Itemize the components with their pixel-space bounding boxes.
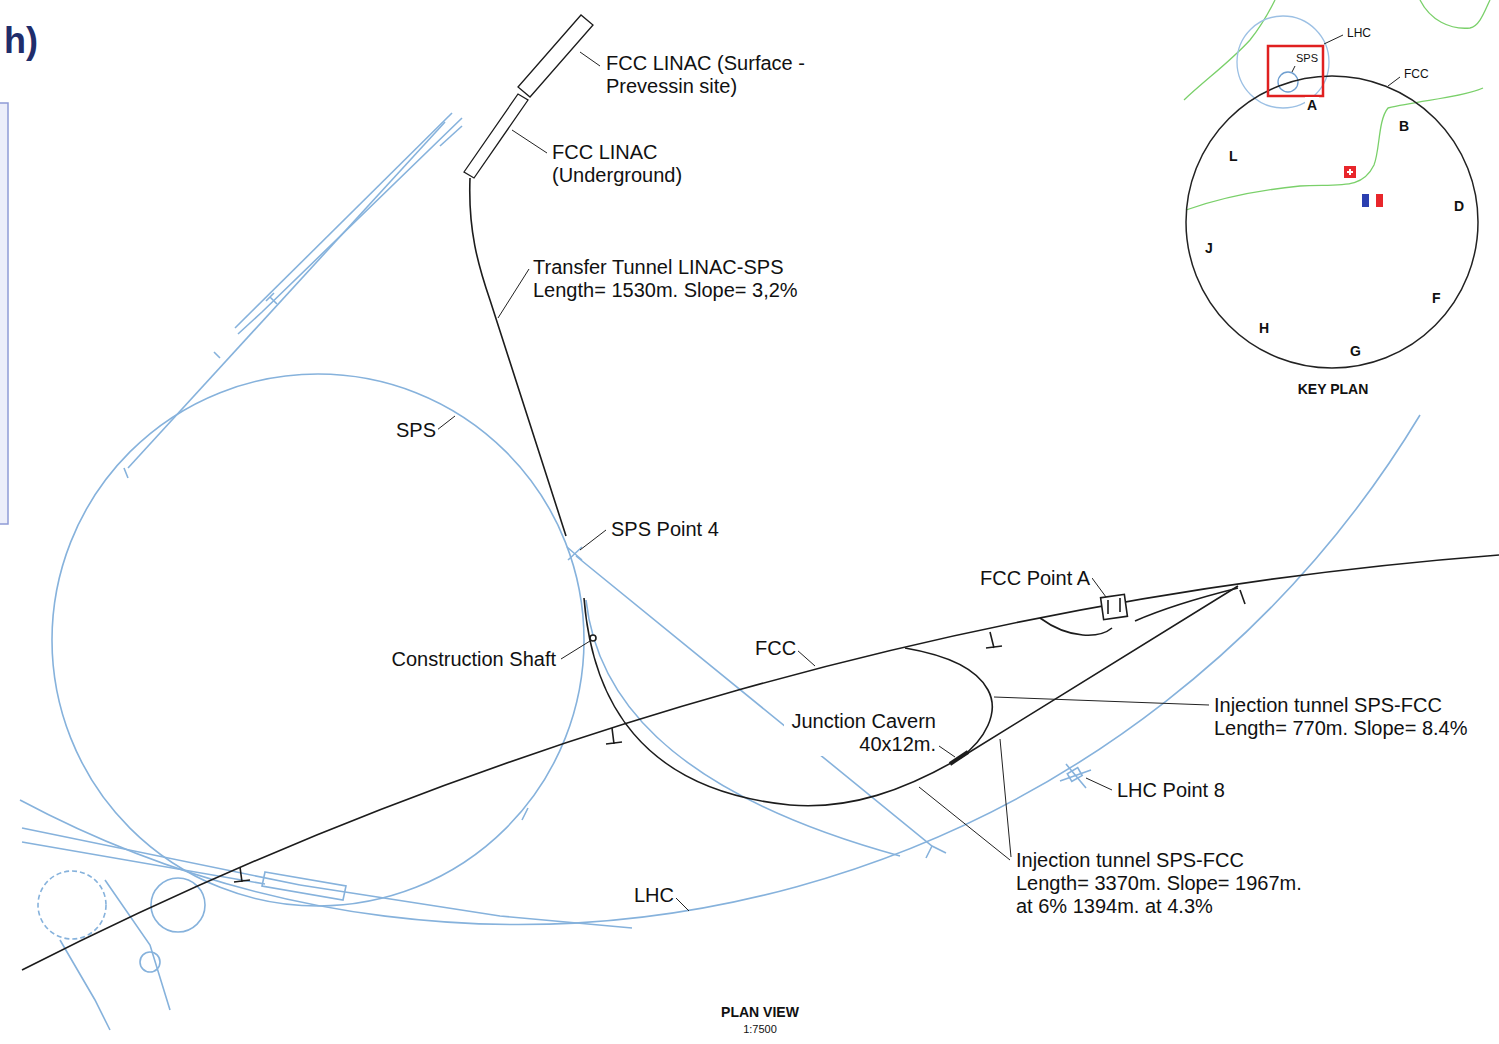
view-title: PLAN VIEW: [719, 1004, 801, 1020]
transfer-tunnel: [470, 178, 566, 536]
leader-line: [498, 269, 529, 318]
access-gallery: [606, 728, 622, 744]
bypass-tunnel: [1135, 588, 1238, 621]
linac-underground: [464, 94, 528, 178]
keyplan-title: KEY PLAN: [1296, 381, 1371, 397]
linac-surface: [518, 15, 593, 97]
tunnel-mark: [522, 808, 932, 858]
border-line: [1420, 0, 1490, 28]
lhc-ring: [20, 415, 1420, 924]
scale-label: 1:7500: [741, 1023, 779, 1036]
leader-line: [919, 787, 1010, 860]
leader-line: [1092, 578, 1106, 597]
ps-ring: [38, 871, 106, 939]
keyplan-ring-label: LHC: [1345, 27, 1373, 41]
bypass-tunnel: [1040, 618, 1112, 635]
keyplan-ring-label: SPS: [1294, 52, 1320, 65]
leader-line: [437, 416, 455, 430]
construction-shaft: [590, 635, 596, 641]
leader-line: [512, 130, 547, 153]
tunnel-label: Transfer Tunnel LINAC-SPS Length= 1530m.…: [531, 256, 807, 302]
tunnel-mark: [124, 352, 220, 478]
junction-cavern: [950, 752, 968, 764]
leader-lines: [437, 52, 1209, 911]
keyplan-point-letter: L: [1227, 148, 1240, 164]
access-gallery: [1240, 590, 1245, 604]
point-label: FCC Point A: [978, 567, 1092, 590]
side-strip: [0, 103, 8, 524]
transfer-line: [576, 556, 946, 853]
transfer-line: [440, 126, 462, 146]
transfer-line: [105, 880, 170, 1010]
keyplan-fcc-ring: [1186, 76, 1478, 368]
transfer-line: [235, 113, 452, 328]
keyplan-point-letter: J: [1203, 240, 1215, 256]
leader-line: [580, 530, 606, 550]
leader-line: [675, 897, 689, 911]
point-label: SPS Point 4: [609, 518, 721, 541]
injection-tunnel: [584, 586, 1238, 806]
point-a-cavern: [1108, 598, 1120, 614]
access-gallery: [986, 632, 1002, 648]
keyplan-point-letter: H: [1257, 320, 1271, 336]
keyplan-lhc-ring: [1237, 16, 1329, 108]
leader-line: [1292, 35, 1400, 86]
shaft-label: Construction Shaft: [389, 648, 558, 671]
key-plan: [1184, 0, 1490, 368]
leader-line: [1086, 778, 1112, 790]
leader-line: [939, 746, 955, 757]
access-gallery: [234, 867, 250, 882]
ring-label: SPS: [394, 419, 438, 442]
leader-line: [797, 650, 815, 666]
keyplan-ring-label: FCC: [1402, 68, 1431, 82]
ring-label: FCC: [753, 637, 798, 660]
tunnel-label: Injection tunnel SPS-FCC Length= 3370m. …: [1014, 849, 1310, 918]
leader-line: [561, 641, 590, 659]
transfer-line: [22, 842, 265, 884]
lhc-point-cavern: [1067, 768, 1082, 782]
border-line: [1184, 0, 1275, 100]
lhc-point-structure: [1060, 764, 1091, 788]
swiss-flag-cross: [1347, 169, 1353, 175]
keyplan-sps-ring: [1278, 72, 1298, 92]
keyplan-point-letter: F: [1430, 290, 1443, 306]
small-ring: [140, 952, 160, 972]
leader-line: [994, 697, 1209, 705]
transfer-line: [300, 885, 632, 928]
tunnel-mark: [266, 293, 277, 304]
keyplan-point-letter: B: [1397, 118, 1411, 134]
keyplan-point-letter: G: [1348, 343, 1363, 359]
point-label: LHC Point 8: [1115, 779, 1227, 802]
sps-point-structure: [567, 547, 582, 560]
leader-line: [1000, 739, 1011, 857]
french-flag: [1362, 194, 1369, 207]
keyplan-point-letter: A: [1305, 97, 1319, 113]
transfer-line: [22, 828, 300, 885]
transfer-line: [60, 940, 110, 1030]
linac-label: FCC LINAC (Underground): [550, 141, 690, 187]
linac-label: FCC LINAC (Surface - Prevessin site): [604, 52, 840, 98]
slide-title: h): [2, 20, 40, 61]
transfer-line: [128, 122, 445, 468]
keyplan-point-letter: D: [1452, 198, 1466, 214]
ring-label: LHC: [632, 884, 676, 907]
french-flag: [1369, 194, 1376, 207]
leader-line: [580, 52, 600, 66]
swiss-flag: [1344, 166, 1356, 178]
cavern-label: Junction Cavern 40x12m.: [784, 710, 938, 756]
sps-ring: [52, 374, 584, 906]
fcc-ring: [22, 555, 1499, 970]
service-cavern: [262, 872, 346, 900]
existing-machines: [20, 113, 1420, 1030]
tunnel-label: Injection tunnel SPS-FCC Length= 770m. S…: [1212, 694, 1478, 740]
fcc-works: [22, 15, 1499, 970]
point-a-cavern: [1101, 594, 1128, 619]
keyplan-zoom-frame: [1268, 46, 1323, 96]
border-line: [1186, 88, 1483, 210]
french-flag: [1376, 194, 1383, 207]
